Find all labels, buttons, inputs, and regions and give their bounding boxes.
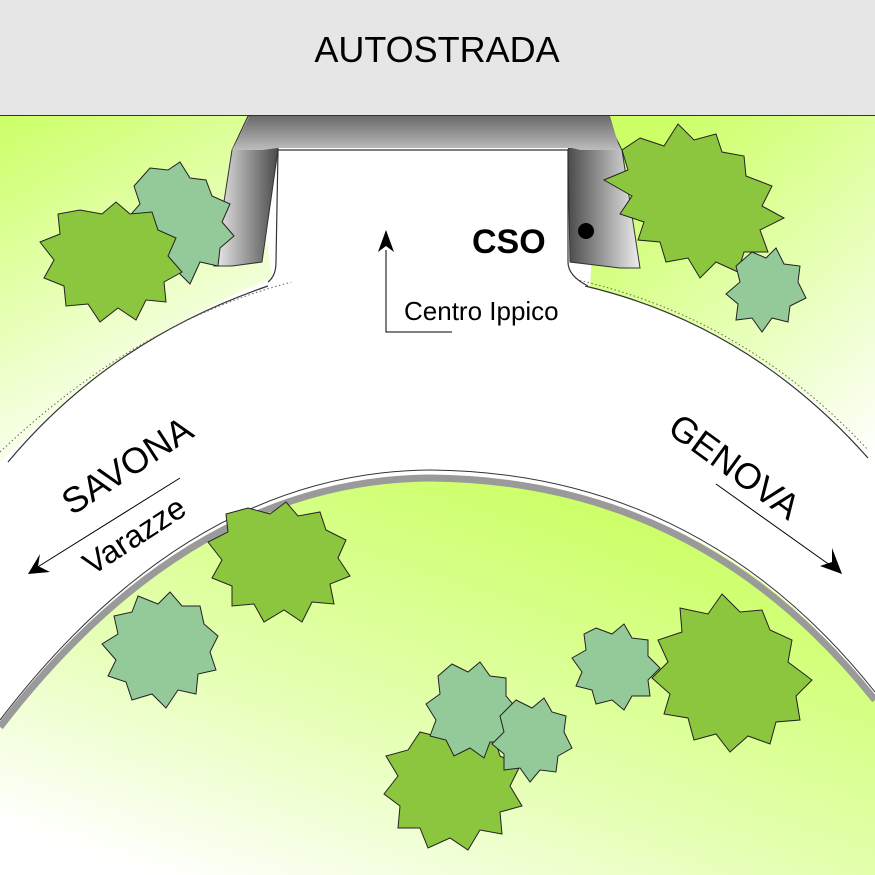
cso-label: CSO [472, 223, 546, 261]
road-curb-south-line [0, 469, 875, 721]
tree-canopy [101, 591, 219, 709]
tree-cluster-bottom-center [383, 661, 573, 851]
tree-canopy [425, 661, 519, 759]
arrow-down-right-icon [715, 483, 842, 574]
tree-cluster-top-left [39, 161, 235, 323]
tree-cluster-bottom-right [571, 593, 813, 753]
cso-marker-icon [578, 223, 594, 239]
tree-cluster-bottom-left [101, 501, 351, 709]
tree-canopy [571, 623, 661, 711]
tree-canopy [491, 697, 573, 783]
highway-band [0, 0, 875, 116]
tree-canopy [207, 501, 351, 623]
tree-canopy [651, 593, 813, 753]
road-edge-north-right [584, 285, 869, 459]
highway-label: AUTOSTRADA [314, 29, 559, 70]
genova-label: GENOVA [661, 405, 808, 527]
ramp-inner-edge [267, 149, 589, 287]
tree-canopy [725, 247, 807, 333]
ramp-top [232, 116, 620, 150]
road-edge-north [7, 285, 269, 463]
arrow-up-icon [378, 230, 452, 333]
arrow-down-left-icon [28, 477, 181, 574]
tree-cluster-top-right [602, 123, 807, 333]
road-curb-south [0, 474, 875, 730]
tree-canopy [39, 201, 183, 323]
centro-ippico-label: Centro Ippico [404, 296, 559, 326]
